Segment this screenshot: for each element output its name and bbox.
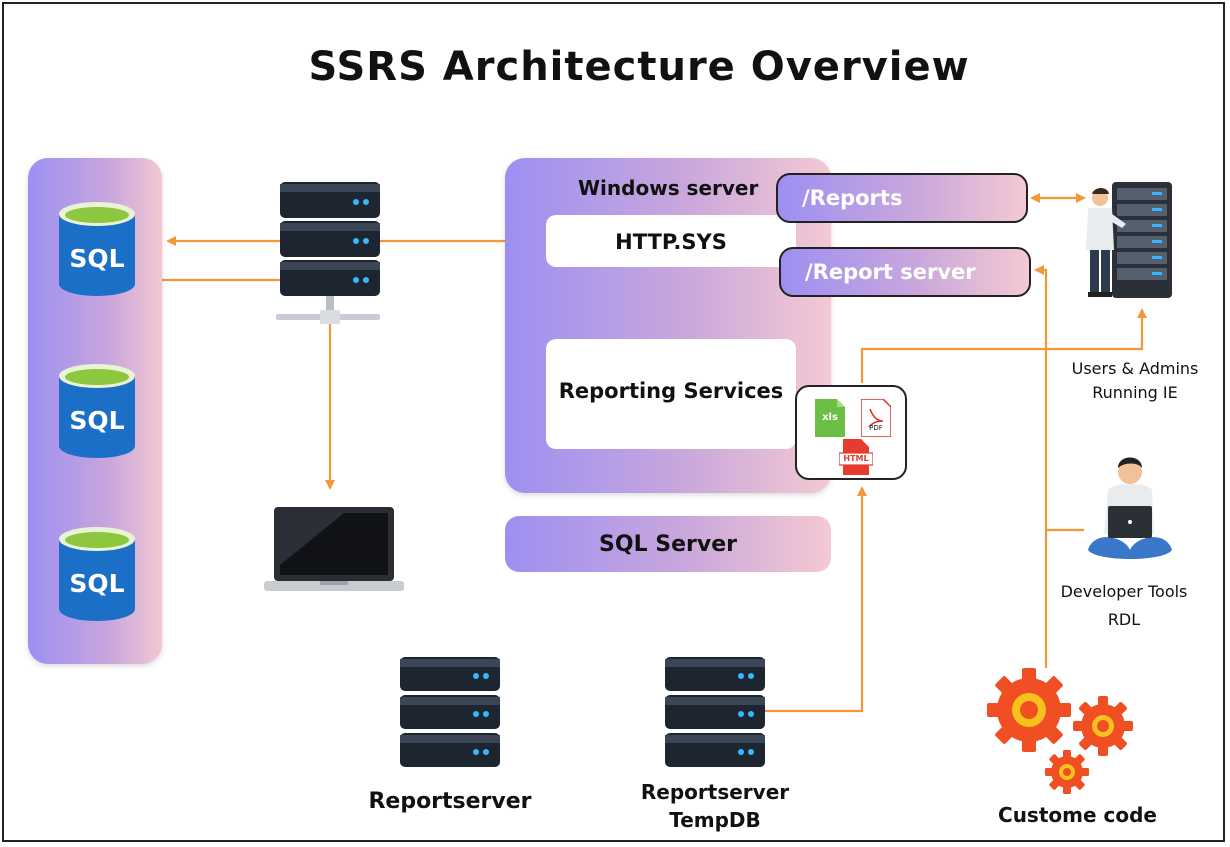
http-sys-box: HTTP.SYS	[546, 215, 796, 267]
reportserver-server-icon	[398, 655, 502, 769]
custom-code-gears-icon	[985, 668, 1140, 798]
line-tempdb-to-files	[765, 486, 867, 713]
laptop-icon	[264, 505, 404, 595]
sql-label: SQL	[69, 406, 125, 435]
gear-icon-large	[987, 668, 1071, 752]
gear-icon-medium	[1073, 696, 1133, 756]
users-caption-line1: Users & Admins	[1071, 359, 1199, 378]
diagram-title: SSRS Architecture Overview	[308, 44, 970, 90]
gear-icon-small	[1045, 750, 1089, 794]
html-file-icon: HTML	[838, 439, 874, 479]
tempdb-label-line2: TempDB	[669, 808, 761, 832]
reportserver-tempdb-label: Reportserver TempDB	[620, 778, 810, 834]
report-server-url-box: /Report server	[779, 247, 1031, 297]
database-icon	[59, 202, 135, 296]
output-formats-box: xls PDF HTML	[795, 385, 907, 480]
sql-label: SQL	[69, 244, 125, 273]
users-admins-server-icon	[1082, 180, 1174, 302]
reportserver-label: Reportserver	[368, 789, 532, 814]
users-admins-caption: Users & Admins Running IE	[1060, 357, 1210, 405]
arrowhead-reports-left	[1030, 193, 1040, 203]
reporting-services-box: Reporting Services	[546, 339, 796, 449]
pdf-file-icon: PDF	[860, 398, 892, 441]
users-caption-line2: Running IE	[1092, 383, 1178, 402]
developer-caption-line2: RDL	[1107, 610, 1141, 629]
database-icon	[59, 527, 135, 621]
reportserver-tempdb-server-icon	[663, 655, 767, 769]
custom-code-label: Custome code	[998, 803, 1157, 827]
developer-caption: Developer Tools RDL	[1044, 578, 1204, 634]
pdf-label: PDF	[869, 424, 883, 432]
developer-icon	[1084, 450, 1174, 568]
reports-url-box: /Reports	[776, 173, 1028, 223]
sql-database-1: SQL	[57, 200, 137, 298]
windows-server-label: Windows server	[578, 176, 759, 200]
sql-database-2: SQL	[57, 362, 137, 460]
xls-file-icon: xls	[815, 399, 845, 441]
html-label: HTML	[843, 454, 869, 463]
database-icon	[59, 364, 135, 458]
line-code-to-reportserver	[1034, 265, 1048, 668]
developer-caption-line1: Developer Tools	[1060, 582, 1188, 601]
sql-server-bar: SQL Server	[505, 516, 831, 572]
sql-database-3: SQL	[57, 525, 137, 623]
line-files-to-users	[860, 308, 1147, 383]
xls-label: xls	[822, 412, 838, 423]
network-server-icon	[276, 178, 386, 328]
tempdb-label-line1: Reportserver	[640, 780, 790, 804]
sql-label: SQL	[69, 569, 125, 598]
